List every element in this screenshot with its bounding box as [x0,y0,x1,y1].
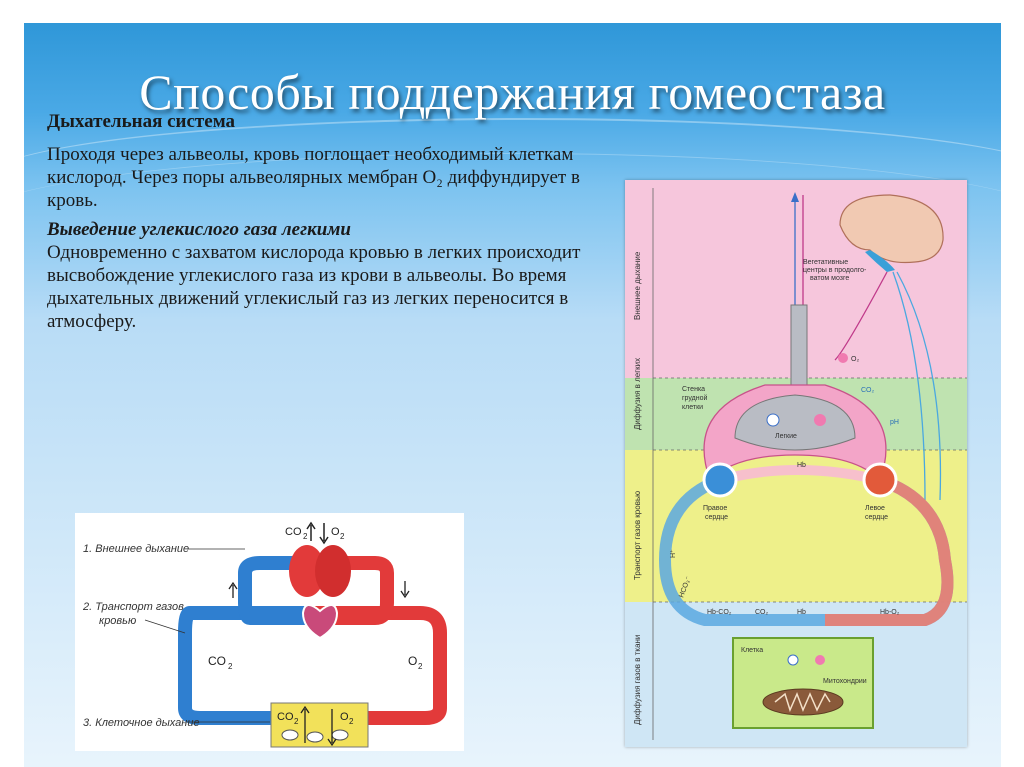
arrow-down-icon [319,523,329,545]
svg-text:клетки: клетки [682,404,703,411]
o2-top: O [331,526,340,538]
lungs [734,394,856,451]
svg-text:Митохондрии: Митохондрии [823,678,867,685]
svg-text:сердце: сердце [865,514,888,521]
decorative-wave [24,153,1001,294]
svg-text:H⁺: H⁺ [669,549,677,558]
svg-text:2: 2 [340,532,345,541]
o2-marker [815,655,825,665]
svg-text:центры в продолго-: центры в продолго- [803,267,867,274]
arrow-down-icon [400,581,410,599]
o2-marker [838,353,848,363]
svg-text:Вегетативные: Вегетативные [803,259,848,266]
svg-text:ватом мозге: ватом мозге [810,275,849,282]
slide-title: Способы поддержания гомеостаза [139,64,886,120]
circulation-diagram-svg: 1. Внешнее дыхание 2. Транспорт газов кр… [82,521,447,748]
arrow-down-icon [327,709,337,747]
pulmonary-venous [238,556,305,625]
label-gas-transport-2: кровью [99,615,136,627]
left-heart [862,462,898,498]
label-gas-transport: 2. Транспорт газов [82,601,184,613]
lungs [289,545,325,597]
physiology-diagram: Внешнее дыхание Диффузия в легких Трансп… [625,180,967,747]
co2-marker [787,654,799,666]
arterial-loop [305,606,447,725]
svg-text:грудной: грудной [682,394,707,402]
section2-text: Одновременно с захватом кислорода кровью… [47,242,581,332]
physiology-diagram-svg: Внешнее дыхание Диффузия в легких Трансп… [625,180,967,747]
medulla [865,250,895,272]
o2-marker [814,414,826,426]
o2-right: O [408,654,417,668]
svg-text:2: 2 [228,662,233,671]
band1-label: Внешнее дыхание [633,251,642,320]
band4-label: Диффузия газов в ткани [633,635,642,725]
text-block: Дыхательная система Проходя через альвео… [47,110,587,339]
svg-text:Hb-CO₂: Hb-CO₂ [707,609,732,616]
band3-label: Транспорт газов кровью [633,491,642,580]
label-cell-breathing: 3. Клеточное дыхание [83,717,200,729]
svg-text:Левое: Левое [865,505,885,512]
svg-text:2: 2 [349,717,354,726]
label-external-breathing: 1. Внешнее дыхание [83,543,189,555]
svg-text:Клетка: Клетка [741,647,763,654]
pulmonary-arterial [315,556,394,625]
lungs-label: Легкие [775,433,797,440]
svg-text:Стенка: Стенка [682,386,705,393]
arrow-up-icon [300,705,310,743]
heart [301,604,339,640]
svg-text:CO₂: CO₂ [755,609,769,616]
brain-icon [839,194,944,264]
section2-heading: Выведение углекислого газа легкими [47,219,351,240]
co2-cell: CO [277,711,294,723]
svg-text:Hb-O₂: Hb-O₂ [880,609,900,616]
svg-text:2: 2 [418,662,423,671]
svg-text:2: 2 [294,717,299,726]
band-transport [625,450,967,602]
venous-loop [178,606,305,725]
svg-text:Hb: Hb [797,462,806,469]
svg-text:Hb: Hb [797,609,806,616]
svg-text:2: 2 [303,532,308,541]
co2-top: CO [285,526,302,538]
svg-text:сердце: сердце [705,514,728,521]
o2-cell: O [340,711,349,723]
section1-heading: Дыхательная система [47,111,236,132]
band2-label: Диффузия в легких [633,358,642,430]
co2-marker [766,413,780,427]
circulation-diagram: 1. Внешнее дыхание 2. Транспорт газов кр… [75,513,464,751]
svg-text:O₂: O₂ [851,356,859,363]
ph-label: pH [890,419,899,426]
co2-left: CO [208,654,226,668]
svg-text:Правое: Правое [703,505,727,512]
right-heart [702,462,738,498]
arrow-up-icon [228,581,238,598]
section1-text: Проходя через альвеолы, кровь поглощает … [47,144,580,211]
decorative-wave [24,118,1001,240]
svg-text:CO₂: CO₂ [861,387,875,394]
lungs [315,545,351,597]
